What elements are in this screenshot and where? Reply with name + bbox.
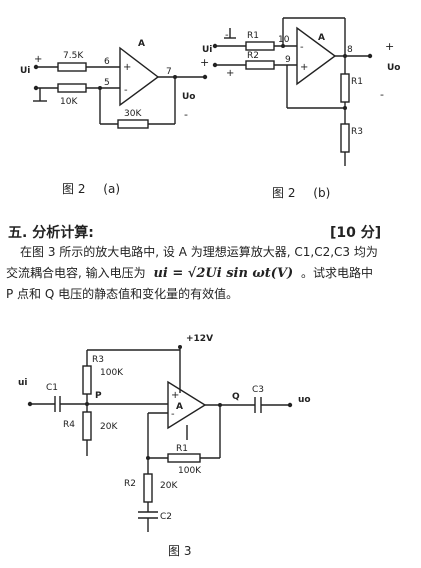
- fig3-r2-label: R2: [124, 479, 136, 489]
- question-line-1: 在图 3 所示的放大电路中, 设 A 为理想运算放大器, C1,C2,C3 均为: [20, 245, 378, 259]
- b-pin-out: 8: [347, 45, 353, 55]
- a-r-gnd-label: 10K: [60, 97, 78, 107]
- b-amp-label: A: [318, 33, 325, 43]
- section-score: [10 分]: [330, 225, 382, 241]
- b-input-label: Ui: [202, 45, 212, 55]
- fig2b-caption: 图 2 (b): [272, 184, 330, 201]
- b-input-minus: -: [225, 30, 229, 41]
- b-r3-label: R1: [351, 77, 363, 87]
- a-pin-noninv: 5: [104, 78, 110, 88]
- fig3-supply-label: +12V: [186, 334, 213, 344]
- fig3-r3-value: 100K: [100, 368, 124, 378]
- b-pin-inv: 10: [278, 35, 290, 45]
- question-line-2: 交流耦合电容, 输入电压为 ui = √2Ui sin ωt(V) 。试求电路中: [6, 264, 418, 283]
- fig3-r2-value: 20K: [160, 481, 178, 491]
- b-plus-mark: +: [385, 40, 394, 53]
- a-output-label: Uo: [182, 92, 196, 102]
- fig3-r4-label: R4: [63, 420, 75, 430]
- a-minus-mark: -: [184, 108, 188, 121]
- fig2a-caption-text: 图 2: [62, 182, 86, 196]
- fig3-c2-label: C2: [160, 512, 172, 522]
- a-input-plus: +: [34, 54, 42, 65]
- b-minus-mark: -: [380, 88, 384, 101]
- fig3-output-label: uo: [298, 395, 311, 405]
- fig2b-caption-sub: (b): [313, 186, 331, 200]
- fig3-q-label: Q: [232, 392, 240, 402]
- fig2a-caption: 图 2 (a): [62, 180, 120, 197]
- b-r2-label: R2: [247, 51, 259, 61]
- fig3-caption: 图 3: [168, 544, 192, 558]
- a-r-in-label: 7.5K: [63, 51, 84, 61]
- fig3-p-label: P: [95, 391, 102, 401]
- a-inv-sign: +: [123, 62, 131, 73]
- a-input-label: Ui: [20, 66, 30, 76]
- section-heading: 五. 分析计算:: [8, 225, 94, 241]
- fig3-noninv-sign: +: [171, 390, 179, 401]
- fig3-r3-label: R3: [92, 355, 104, 365]
- fig3-input-label: ui: [18, 378, 28, 388]
- fig2a-caption-sub: (a): [103, 182, 120, 196]
- a-plus-mark: +: [200, 56, 209, 69]
- fig2b-caption-text: 图 2: [272, 186, 296, 200]
- fig3-r1-label: R1: [176, 444, 188, 454]
- b-r1-label: R1: [247, 31, 259, 41]
- fig3-r4-value: 20K: [100, 422, 118, 432]
- b-noninv-sign: +: [300, 62, 308, 73]
- b-input-plus: +: [226, 68, 234, 79]
- b-r4-label: R3: [351, 127, 363, 137]
- fig3-c1-label: C1: [46, 383, 58, 393]
- a-r-fb-label: 30K: [124, 109, 142, 119]
- question-line-3: P 点和 Q 电压的静态值和变化量的有效值。: [6, 287, 239, 301]
- a-noninv-sign: -: [124, 85, 128, 96]
- fig3-amp-label: A: [176, 402, 183, 412]
- b-inv-sign: -: [300, 42, 304, 53]
- fig3-c3-label: C3: [252, 385, 264, 395]
- a-pin-out: 7: [166, 67, 172, 77]
- a-amp-label: A: [138, 39, 145, 49]
- fig3-r1-value: 100K: [178, 466, 202, 476]
- fig3-inv-sign: -: [171, 409, 175, 420]
- b-pin-noninv: 9: [285, 55, 291, 65]
- question-line-2-pre: 交流耦合电容, 输入电压为: [6, 266, 146, 280]
- b-output-label: Uo: [387, 63, 401, 73]
- question-line-2-post: 。试求电路中: [301, 266, 374, 280]
- a-pin-inv: 6: [104, 57, 110, 67]
- question-formula: ui = √2Ui sin ωt(V): [153, 266, 294, 281]
